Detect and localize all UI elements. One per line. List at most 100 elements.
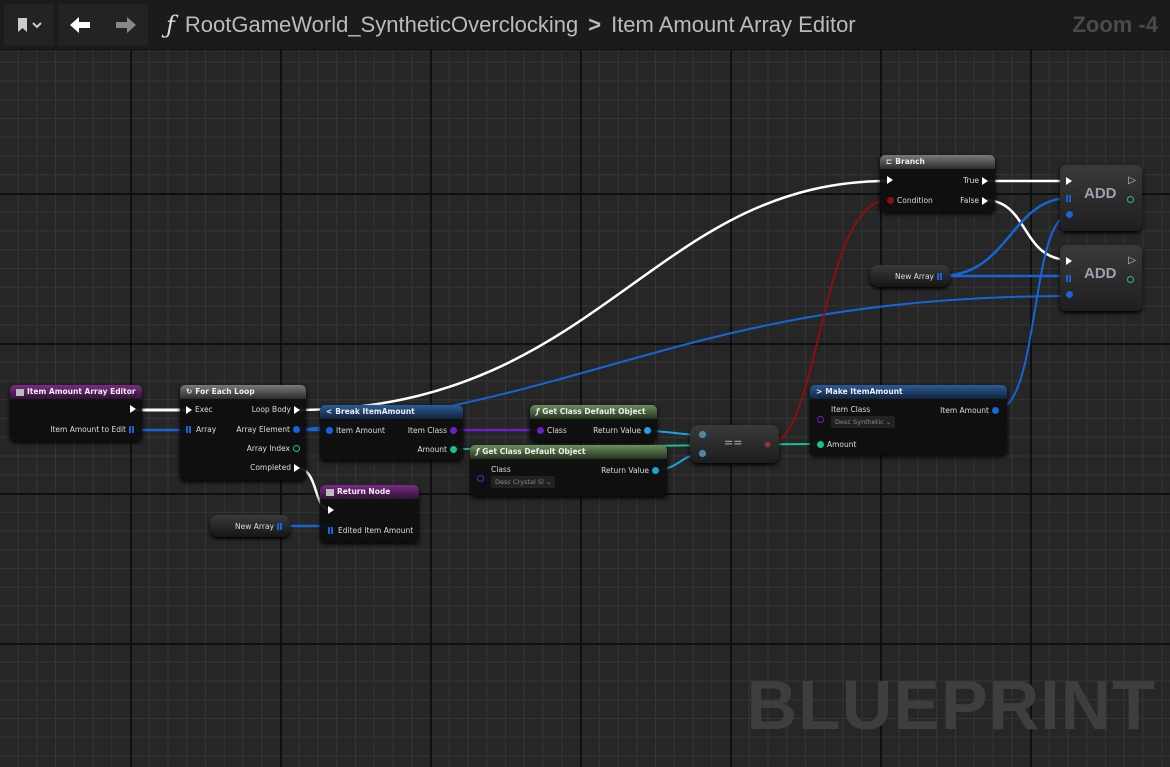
- node-title: ADD: [1084, 185, 1117, 202]
- node-equals[interactable]: ==: [690, 425, 779, 463]
- break-icon: <: [326, 407, 333, 416]
- pin-label: Class: [547, 426, 567, 435]
- dropdown-value: Desc Synthetic: [835, 418, 884, 426]
- struct-pin[interactable]: [992, 407, 999, 414]
- node-make-array[interactable]: New Array: [210, 515, 290, 537]
- class-dropdown[interactable]: Desc Synthetic ⌄: [831, 416, 896, 428]
- pin-label: Item Amount: [336, 426, 385, 435]
- int-pin[interactable]: [293, 445, 300, 452]
- toolbar: ƒ RootGameWorld_SyntheticOverclocking > …: [0, 0, 1170, 50]
- pin-label: Loop Body: [251, 405, 291, 414]
- array-pin[interactable]: [186, 426, 193, 433]
- exec-out-pin[interactable]: ▷: [1128, 255, 1136, 266]
- pin-label: Amount: [417, 445, 447, 454]
- struct-pin[interactable]: [293, 426, 300, 433]
- exec-in-pin[interactable]: [887, 176, 893, 184]
- pin-label: Array Element: [236, 425, 290, 434]
- node-array-add[interactable]: ADD ▷: [1060, 245, 1142, 311]
- class-pin[interactable]: [450, 427, 457, 434]
- exec-in-pin[interactable]: [1066, 177, 1072, 185]
- item-pin[interactable]: [1066, 291, 1073, 298]
- function-node-icon: [16, 388, 24, 396]
- node-title: Branch: [895, 157, 925, 166]
- pin-label: Exec: [195, 405, 213, 414]
- node-title: Item Amount Array Editor: [27, 387, 136, 396]
- array-pin[interactable]: [129, 426, 136, 433]
- input-pin-a[interactable]: [699, 431, 706, 438]
- exec-in-pin[interactable]: [1066, 257, 1072, 265]
- int-pin[interactable]: [817, 441, 824, 448]
- pin-label: Amount: [827, 440, 857, 449]
- node-array-add[interactable]: ADD ▷: [1060, 165, 1142, 231]
- object-pin[interactable]: [644, 427, 651, 434]
- zoom-level: Zoom -4: [1072, 12, 1158, 37]
- index-pin[interactable]: [1127, 196, 1134, 203]
- bookmark-icon: [18, 17, 42, 32]
- array-pin[interactable]: [328, 527, 335, 534]
- node-for-each-loop[interactable]: ↻For Each Loop Exec Array Loop Body Arra…: [180, 385, 306, 480]
- array-pin[interactable]: [1066, 275, 1073, 282]
- int-pin[interactable]: [450, 446, 457, 453]
- node-make-array[interactable]: New Array: [870, 265, 950, 287]
- object-pin[interactable]: [652, 467, 659, 474]
- pin-label: Item Class: [407, 426, 447, 435]
- pin-label: Array: [196, 425, 217, 434]
- node-title: ADD: [1084, 265, 1117, 282]
- node-title: Break ItemAmount: [335, 407, 415, 416]
- node-title: For Each Loop: [195, 387, 255, 396]
- loop-icon: ↻: [186, 387, 193, 396]
- exec-out-pin[interactable]: [130, 405, 136, 413]
- node-branch[interactable]: ⊏Branch Condition True False: [880, 155, 995, 212]
- pin-label: False: [960, 196, 979, 205]
- node-title: Get Class Default Object: [482, 447, 586, 456]
- pin-label: Item Class: [831, 405, 871, 414]
- exec-out-pin[interactable]: [294, 463, 300, 472]
- item-pin[interactable]: [1066, 211, 1073, 218]
- exec-out-pin[interactable]: [294, 405, 300, 414]
- pin-label: Array Index: [246, 444, 290, 453]
- array-pin[interactable]: [1066, 195, 1073, 202]
- back-arrow-icon[interactable]: [68, 15, 92, 35]
- exec-out-pin[interactable]: ▷: [1128, 175, 1136, 186]
- index-pin[interactable]: [1127, 276, 1134, 283]
- exec-out-pin[interactable]: [982, 196, 988, 205]
- class-dropdown[interactable]: Desc Crystal Sl ⌄: [491, 476, 556, 488]
- class-pin[interactable]: [537, 427, 544, 434]
- make-icon: >: [816, 387, 823, 396]
- class-pin[interactable]: [477, 475, 484, 482]
- breadcrumb-graph[interactable]: RootGameWorld_SyntheticOverclocking: [184, 11, 579, 37]
- breadcrumb-function[interactable]: Item Amount Array Editor: [611, 11, 856, 37]
- input-pin-b[interactable]: [699, 450, 706, 457]
- exec-in-pin[interactable]: [328, 506, 334, 514]
- equals-symbol: ==: [724, 436, 743, 449]
- array-pin[interactable]: [277, 522, 284, 530]
- bool-output-pin[interactable]: [764, 441, 771, 448]
- node-break-itemamount[interactable]: <Break ItemAmount Item Amount Item Class…: [320, 405, 463, 460]
- pin-label: Item Amount: [940, 406, 989, 415]
- function-icon: ƒ: [166, 10, 175, 39]
- struct-pin[interactable]: [326, 427, 333, 434]
- array-pin[interactable]: [937, 272, 944, 280]
- node-function-entry[interactable]: Item Amount Array Editor Item Amount to …: [10, 385, 142, 441]
- exec-out-pin[interactable]: [982, 176, 988, 185]
- bookmark-button[interactable]: [4, 3, 54, 46]
- pin-label: Return Value: [601, 466, 649, 475]
- pin-label: Condition: [897, 196, 933, 205]
- function-icon: ƒ: [476, 447, 480, 456]
- node-title: Make ItemAmount: [825, 387, 903, 396]
- return-node-icon: [326, 488, 334, 496]
- exec-in-pin[interactable]: [186, 405, 192, 414]
- blueprint-watermark: BLUEPRINT: [746, 666, 1156, 744]
- pin-label: Edited Item Amount: [338, 526, 414, 535]
- forward-arrow-icon[interactable]: [114, 15, 138, 35]
- bool-pin[interactable]: [887, 197, 894, 204]
- pin-label: True: [963, 176, 979, 185]
- node-return[interactable]: Return Node Edited Item Amount: [320, 485, 419, 542]
- pin-label: Item Amount to Edit: [50, 425, 126, 434]
- class-pin[interactable]: [817, 416, 824, 423]
- pin-label: Class: [491, 465, 511, 474]
- pin-label: New Array: [895, 271, 934, 281]
